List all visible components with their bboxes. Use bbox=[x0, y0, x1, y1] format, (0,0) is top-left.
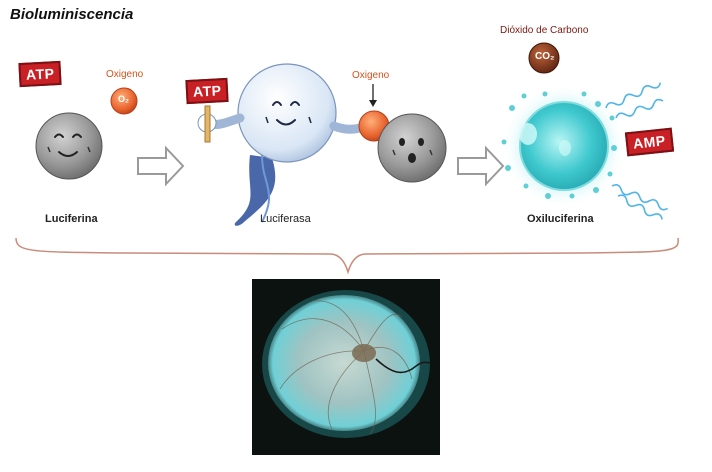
luciferina-reacting-molecule bbox=[377, 113, 447, 183]
luciferina-molecule bbox=[35, 112, 103, 180]
co2-molecule bbox=[528, 42, 560, 74]
grouping-brace bbox=[15, 237, 679, 275]
atp-sign-held: ATP bbox=[185, 77, 230, 105]
oxygen-pointer-arrow bbox=[369, 84, 377, 107]
atp-sign-left: ATP bbox=[18, 60, 63, 88]
organism-photo bbox=[252, 279, 440, 455]
stage-label-oxiluciferina: Oxiluciferina bbox=[527, 213, 594, 225]
oxygen-label-left: Oxigeno bbox=[106, 69, 144, 80]
reaction-arrow-1 bbox=[137, 145, 185, 187]
oxygen-label-right: Oxigeno bbox=[352, 70, 390, 81]
stage-label-luciferina: Luciferina bbox=[45, 213, 98, 225]
stage-label-luciferasa: Luciferasa bbox=[260, 213, 311, 225]
o2-symbol: O₂ bbox=[118, 94, 129, 104]
organism-illustration bbox=[252, 279, 440, 455]
co2-symbol: CO₂ bbox=[535, 51, 555, 62]
reaction-arrow-2 bbox=[457, 145, 505, 187]
luciferasa-enzyme bbox=[197, 63, 365, 226]
co2-label: Dióxido de Carbono bbox=[500, 25, 589, 36]
diagram-title: Bioluminiscencia bbox=[10, 6, 134, 23]
oxygen-molecule-left bbox=[110, 87, 138, 115]
oxiluciferina-molecule bbox=[501, 84, 626, 208]
light-waves bbox=[605, 82, 669, 220]
amp-sign: AMP bbox=[624, 127, 674, 157]
